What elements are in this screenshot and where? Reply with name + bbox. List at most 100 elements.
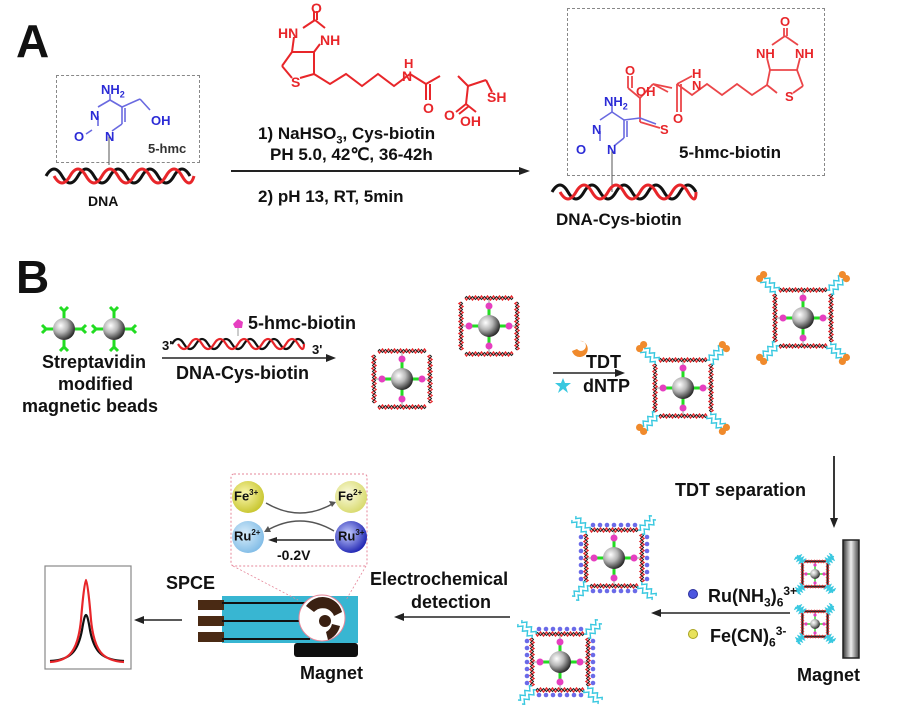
dna-strand [652,363,658,413]
biotin-dot [418,375,426,383]
magnet-label-right: Magnet [797,665,860,685]
ru-probe-dot [644,555,650,561]
ru-probe-dot [632,588,638,594]
biotin-dot [699,384,707,392]
atom-s-ring: S [785,89,794,104]
ru-probe-dot [578,534,584,540]
dna-label: DNA [88,193,119,209]
dna-strand [377,348,427,354]
poly-t-tail [705,415,723,431]
atom-o-base: O [576,142,587,157]
atom-n3: N [592,122,602,137]
dna-strand [464,295,514,301]
dna-strand [828,293,834,343]
ru-probe-dot [590,659,596,665]
poly-t-tail [521,688,537,706]
biotin-dot [799,334,807,342]
ru-probe-dot [578,576,584,582]
biotin-dot [804,622,808,626]
ru-probe-dot [597,522,603,528]
product-strand-label: DNA-Cys-biotin [556,210,682,229]
magnetic-bead-icon [810,619,820,629]
dna-strand [535,687,585,693]
dna-strand [778,343,828,349]
atom-nh2: NH2 [101,82,125,100]
reactant-dashed-box [56,75,200,163]
poly-t-tail [825,345,843,361]
ru-probe-dot [644,562,650,568]
ru-probe-dot [625,522,631,528]
separation-label: TDT separation [675,480,807,500]
ru-probe-dot [543,692,549,698]
dntp-label: dNTP [583,376,630,396]
tdt-enzyme-icon [636,345,644,353]
step1-conditions-line2: PH 5.0, 42℃, 36-42h [270,145,433,164]
poly-t-tail [794,632,804,644]
magnetic-bead-icon [549,651,571,673]
ru-probe-dot [536,626,542,632]
ru-probe-dot [618,522,624,528]
fe3-label: Fe3+ [234,488,259,504]
ru-probe-dot [604,588,610,594]
dna-strand [658,357,708,363]
poly-t-tail [826,554,836,566]
ru-probe-dot [590,680,596,686]
base-label: 5-hmc [148,141,187,156]
ru-probe-dot [644,576,650,582]
ru-probe-dot [524,652,530,658]
poly-t-tail [520,619,538,635]
dna-strand [803,585,827,588]
ru-probe-dot [578,548,584,554]
atom-hn: HN [278,25,299,41]
capture-bottom-label: DNA-Cys-biotin [176,363,309,383]
atom-o-acid: O [444,107,455,123]
capture-top-label: 5-hmc-biotin [248,313,356,333]
poly-t-tail [823,635,835,645]
tdt-enzyme-icon [756,353,764,361]
poly-t-tail [710,348,726,366]
step2-conditions: 2) pH 13, RT, 5min [258,187,404,206]
biotin-dot [819,314,827,322]
dna-3prime-left: 3' [162,338,173,353]
biotin-dot [779,314,787,322]
dna-strand [514,301,520,351]
poly-t-tail [644,414,660,432]
biotin-dot [679,404,687,412]
dna-strand [826,612,829,636]
poly-t-tail [796,584,806,596]
atom-n3: N [90,108,100,123]
dna-strand [803,635,827,638]
poly-t-tail [575,584,591,602]
atom-o-amide: O [423,100,434,116]
ru-probe-dot [564,626,570,632]
ru-probe-dot [524,659,530,665]
poly-t-tail [825,633,837,643]
poly-t-tail [826,274,842,292]
ru-probe-dot [590,638,596,644]
tdt-enzyme-icon [722,423,731,431]
atom-n: N [402,68,413,84]
tdt-enzyme-icon [842,353,851,361]
ru-probe-label: Ru(NH3)63+ [708,584,798,610]
panel-a-label: A [16,15,50,67]
biotin-dot [590,554,598,562]
biotin-dot [804,572,808,576]
ru2-label: Ru2+ [234,528,261,544]
ru-probe-dot [590,666,596,672]
streptavidin-bead-icon [40,305,138,353]
ru-probe-dot [590,522,596,528]
ru-probe-dot [524,645,530,651]
ru-probe-dot [571,626,577,632]
biotin-dot [536,658,544,666]
biotin-dot [813,631,817,635]
atom-n1: N [105,129,115,144]
poly-t-tail [516,623,534,639]
atom-nh: NH [320,32,341,48]
biotin-dot [465,322,473,330]
ru-probe-dot [625,588,631,594]
beads-label-line3: magnetic beads [22,396,159,416]
